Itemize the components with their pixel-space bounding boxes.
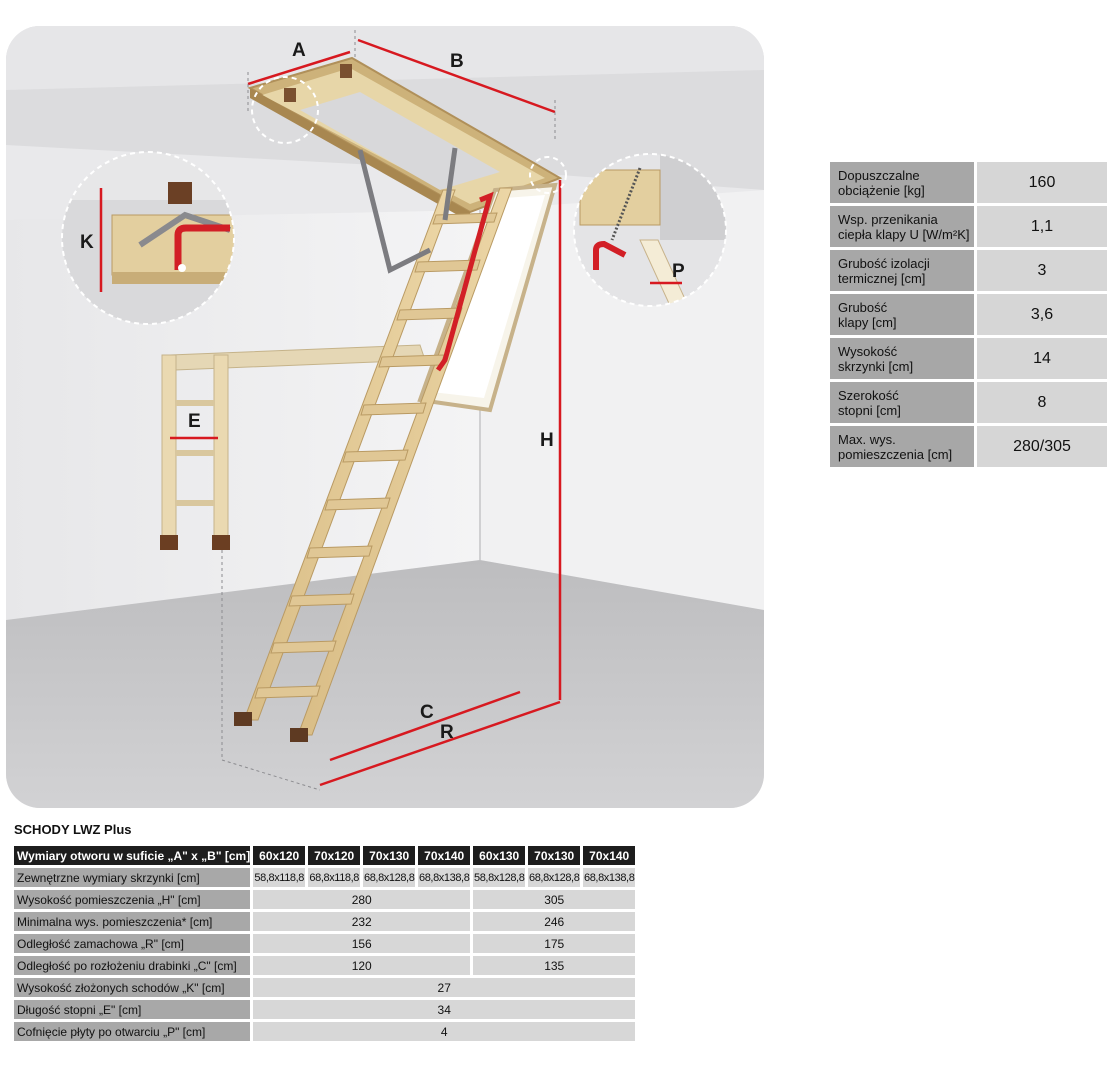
label-h: H bbox=[540, 430, 554, 451]
table-cell: 58,8x118,8 bbox=[253, 868, 309, 887]
row-label: Odległość po rozłożeniu drabinki „C" [cm… bbox=[14, 956, 254, 975]
label-c: C bbox=[420, 702, 434, 723]
table-row: Wysokość złożonych schodów „K" [cm] 27 bbox=[14, 978, 636, 997]
table-row: Cofnięcie płyty po otwarciu „P" [cm] 4 bbox=[14, 1022, 636, 1041]
row-label: Wysokość złożonych schodów „K" [cm] bbox=[14, 978, 254, 997]
label-b: B bbox=[450, 51, 464, 72]
spec-value: 3 bbox=[977, 250, 1107, 291]
spec-value: 160 bbox=[977, 162, 1107, 203]
row-label: Minimalna wys. pomieszczenia* [cm] bbox=[14, 912, 254, 931]
table-cell: 68,8x138,8 bbox=[418, 868, 474, 887]
table-row: Odległość zamachowa „R" [cm] 156 175 bbox=[14, 934, 636, 953]
ladder bbox=[234, 147, 513, 742]
rail-support bbox=[160, 344, 426, 550]
spec-label: termicznej [cm] bbox=[838, 270, 926, 286]
spec-value: 280/305 bbox=[977, 426, 1107, 467]
table-cell: 175 bbox=[473, 934, 636, 953]
table-row: Długość stopni „E" [cm] 34 bbox=[14, 1000, 636, 1019]
detail-marker-hinge bbox=[251, 76, 319, 144]
spec-value: 1,1 bbox=[977, 206, 1107, 247]
table-cell: 68,8x128,8 bbox=[363, 868, 419, 887]
label-p: P bbox=[672, 261, 685, 282]
header-size: 70x130 bbox=[528, 846, 584, 865]
spec-label: Grubość bbox=[838, 299, 888, 315]
dimension-lines bbox=[170, 38, 562, 787]
spec-value: 3,6 bbox=[977, 294, 1107, 335]
spec-label: obciążenie [kg] bbox=[838, 182, 925, 198]
label-r: R bbox=[440, 722, 454, 743]
row-label: Odległość zamachowa „R" [cm] bbox=[14, 934, 254, 953]
table-cell: 58,8x128,8 bbox=[473, 868, 529, 887]
spec-value: 14 bbox=[977, 338, 1107, 379]
header-size: 70x140 bbox=[418, 846, 474, 865]
table-cell: 135 bbox=[473, 956, 636, 975]
spec-label: Wsp. przenikania bbox=[838, 211, 938, 227]
table-cell: 68,8x128,8 bbox=[528, 868, 584, 887]
spec-label: klapy [cm] bbox=[838, 314, 897, 330]
table-title: SCHODY LWZ Plus bbox=[14, 822, 132, 837]
table-cell: 27 bbox=[253, 978, 636, 997]
table-cell: 280 bbox=[253, 890, 474, 909]
label-a: A bbox=[292, 40, 306, 61]
header-size: 70x140 bbox=[583, 846, 636, 865]
table-cell: 120 bbox=[253, 956, 474, 975]
table-cell: 4 bbox=[253, 1022, 636, 1041]
row-label: Długość stopni „E" [cm] bbox=[14, 1000, 254, 1019]
table-cell: 156 bbox=[253, 934, 474, 953]
header-label: Wymiary otworu w suficie „A" x „B" [cm] bbox=[14, 846, 254, 865]
spec-label: skrzynki [cm] bbox=[838, 358, 914, 374]
table-cell: 305 bbox=[473, 890, 636, 909]
table-row: Zewnętrzne wymiary skrzynki [cm] 58,8x11… bbox=[14, 868, 636, 887]
header-size: 60x120 bbox=[253, 846, 309, 865]
table-cell: 68,8x138,8 bbox=[583, 868, 636, 887]
spec-row: Max. wys.pomieszczenia [cm] 280/305 bbox=[830, 426, 1107, 467]
table-row: Odległość po rozłożeniu drabinki „C" [cm… bbox=[14, 956, 636, 975]
spec-label: pomieszczenia [cm] bbox=[838, 446, 953, 462]
table-cell: 232 bbox=[253, 912, 474, 931]
spec-label: Max. wys. bbox=[838, 431, 896, 447]
row-label: Wysokość pomieszczenia „H" [cm] bbox=[14, 890, 254, 909]
dimensions-table: Wymiary otworu w suficie „A" x „B" [cm] … bbox=[14, 843, 636, 1044]
row-label: Zewnętrzne wymiary skrzynki [cm] bbox=[14, 868, 254, 887]
spec-label: Grubość izolacji bbox=[838, 255, 930, 271]
row-label: Cofnięcie płyty po otwarciu „P" [cm] bbox=[14, 1022, 254, 1041]
dimension-guides bbox=[221, 30, 556, 791]
header-size: 60x130 bbox=[473, 846, 529, 865]
table-header-row: Wymiary otworu w suficie „A" x „B" [cm] … bbox=[14, 846, 636, 865]
spec-label: stopni [cm] bbox=[838, 402, 901, 418]
table-row: Minimalna wys. pomieszczenia* [cm] 232 2… bbox=[14, 912, 636, 931]
label-k: K bbox=[80, 232, 94, 253]
spec-label: ciepła klapy U [W/m²K] bbox=[838, 226, 970, 242]
spec-label: Szerokość bbox=[838, 387, 899, 403]
spec-value: 8 bbox=[977, 382, 1107, 423]
spec-label: Wysokość bbox=[838, 343, 898, 359]
table-cell: 34 bbox=[253, 1000, 636, 1019]
door-panel bbox=[417, 182, 558, 413]
spec-label: Dopuszczalne bbox=[838, 167, 920, 183]
detail-marker-corner bbox=[529, 156, 567, 194]
header-size: 70x120 bbox=[308, 846, 364, 865]
header-size: 70x130 bbox=[363, 846, 419, 865]
table-row: Wysokość pomieszczenia „H" [cm] 280 305 bbox=[14, 890, 636, 909]
table-cell: 246 bbox=[473, 912, 636, 931]
label-e: E bbox=[188, 411, 201, 432]
stair-illustration: A B K P E H C R bbox=[6, 26, 764, 808]
table-cell: 68,8x118,8 bbox=[308, 868, 364, 887]
